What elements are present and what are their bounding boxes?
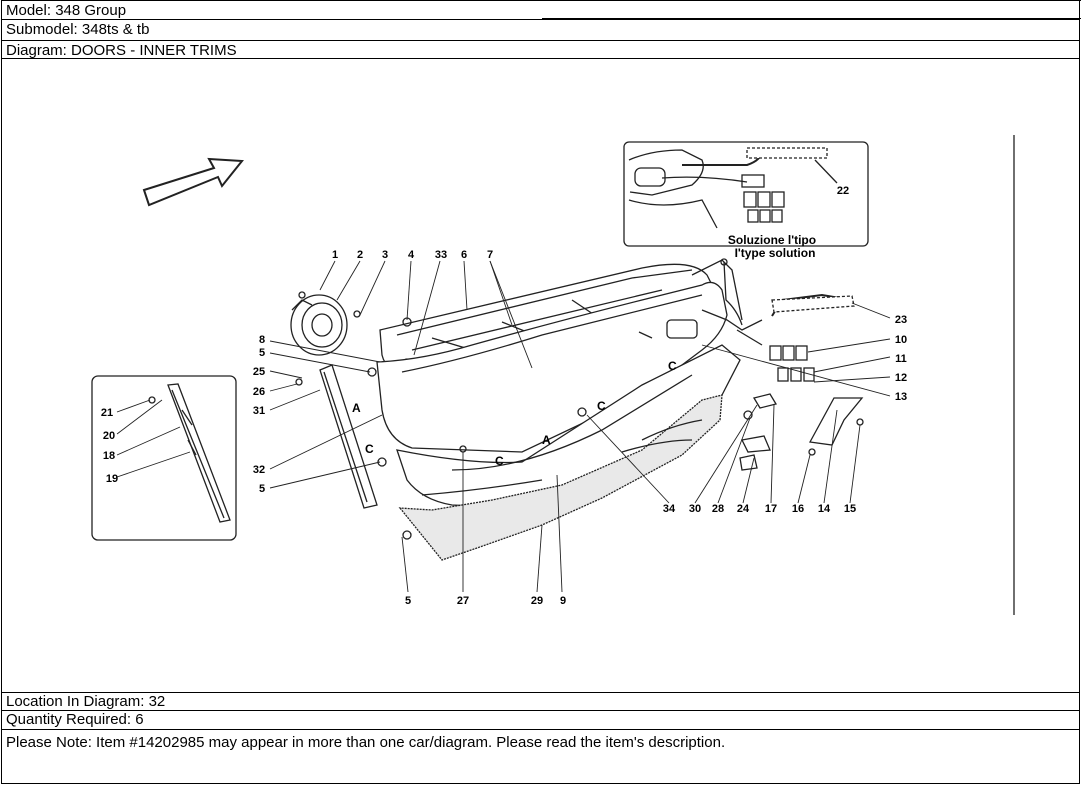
direction-arrow xyxy=(142,157,244,207)
section-letter-c: C xyxy=(597,399,606,413)
callout-15: 15 xyxy=(844,503,856,515)
speaker-assembly xyxy=(290,291,361,356)
diagram-label: Diagram: DOORS - INNER TRIMS xyxy=(2,40,1079,59)
callout-labels: 1 2 3 4 33 6 7 8 5 25 26 31 32 5 21 20 1… xyxy=(101,185,907,607)
callout-14: 14 xyxy=(818,503,831,515)
inset-box-seal-detail xyxy=(91,375,237,541)
callout-3: 3 xyxy=(382,249,388,261)
wiring-loom xyxy=(701,293,855,382)
main-door-panel xyxy=(376,258,743,453)
submodel-label: Submodel: 348ts & tb xyxy=(2,19,1079,38)
callout-12: 12 xyxy=(895,372,907,384)
door-seal-strip xyxy=(319,364,378,509)
callout-9: 9 xyxy=(560,595,566,607)
fastener xyxy=(577,407,587,417)
callout-4: 4 xyxy=(408,249,415,261)
callout-6: 6 xyxy=(461,249,467,261)
section-letter-c: C xyxy=(668,359,677,373)
callout-28: 28 xyxy=(712,503,724,515)
armrest-bracket xyxy=(808,397,864,456)
callout-32: 32 xyxy=(253,464,265,476)
section-letter-a: A xyxy=(352,401,361,415)
callout-34: 34 xyxy=(663,503,676,515)
inset-connector-block xyxy=(741,174,785,223)
inset-seal-strip xyxy=(148,383,231,523)
model-label: Model: 348 Group xyxy=(2,0,542,19)
callout-20: 20 xyxy=(103,430,115,442)
callout-16: 16 xyxy=(792,503,804,515)
location-label: Location In Diagram: 32 xyxy=(2,692,1079,711)
callout-2: 2 xyxy=(357,249,363,261)
section-letters: A A C C C C xyxy=(352,359,677,468)
section-letter-a: A xyxy=(542,433,551,447)
callout-19: 19 xyxy=(106,473,118,485)
callout-33: 33 xyxy=(435,249,447,261)
callout-11: 11 xyxy=(895,353,907,365)
header-rule xyxy=(542,0,1081,19)
leader-lines xyxy=(116,260,891,593)
fastener xyxy=(377,457,387,467)
callout-7: 7 xyxy=(487,249,493,261)
fastener xyxy=(295,378,303,386)
callout-26: 26 xyxy=(253,386,265,398)
callout-27: 27 xyxy=(457,595,469,607)
callout-13: 13 xyxy=(895,391,907,403)
callout-29: 29 xyxy=(531,595,543,607)
callout-21: 21 xyxy=(101,407,113,419)
callout-5c: 5 xyxy=(405,595,411,607)
callout-5: 5 xyxy=(259,347,265,359)
inset-caption-line2: I'type solution xyxy=(735,246,816,260)
callout-18: 18 xyxy=(103,450,115,462)
callout-5b: 5 xyxy=(259,483,265,495)
exploded-view-drawing: 1 2 3 4 33 6 7 8 5 25 26 31 32 5 21 20 1… xyxy=(91,135,1015,615)
item-note: Please Note: Item #14202985 may appear i… xyxy=(6,734,726,751)
section-letter-c: C xyxy=(365,442,374,456)
callout-10: 10 xyxy=(895,334,907,346)
section-letter-c: C xyxy=(495,454,504,468)
inset-caption-line1: Soluzione l'tipo xyxy=(728,233,816,247)
quantity-label: Quantity Required: 6 xyxy=(2,711,1079,730)
callout-17: 17 xyxy=(765,503,777,515)
callout-22: 22 xyxy=(837,185,849,197)
inset-box-type-solution xyxy=(623,141,869,247)
callout-23: 23 xyxy=(895,314,907,326)
callout-25: 25 xyxy=(253,366,265,378)
window-switch-parts xyxy=(739,393,778,471)
parts-diagram: 1 2 3 4 33 6 7 8 5 25 26 31 32 5 21 20 1… xyxy=(2,60,1079,692)
callout-1: 1 xyxy=(332,249,338,261)
callout-31: 31 xyxy=(253,405,265,417)
fastener xyxy=(402,530,412,540)
callout-30: 30 xyxy=(689,503,701,515)
callout-24: 24 xyxy=(737,503,750,515)
carpet-panel xyxy=(398,394,723,561)
callout-8: 8 xyxy=(259,334,265,346)
